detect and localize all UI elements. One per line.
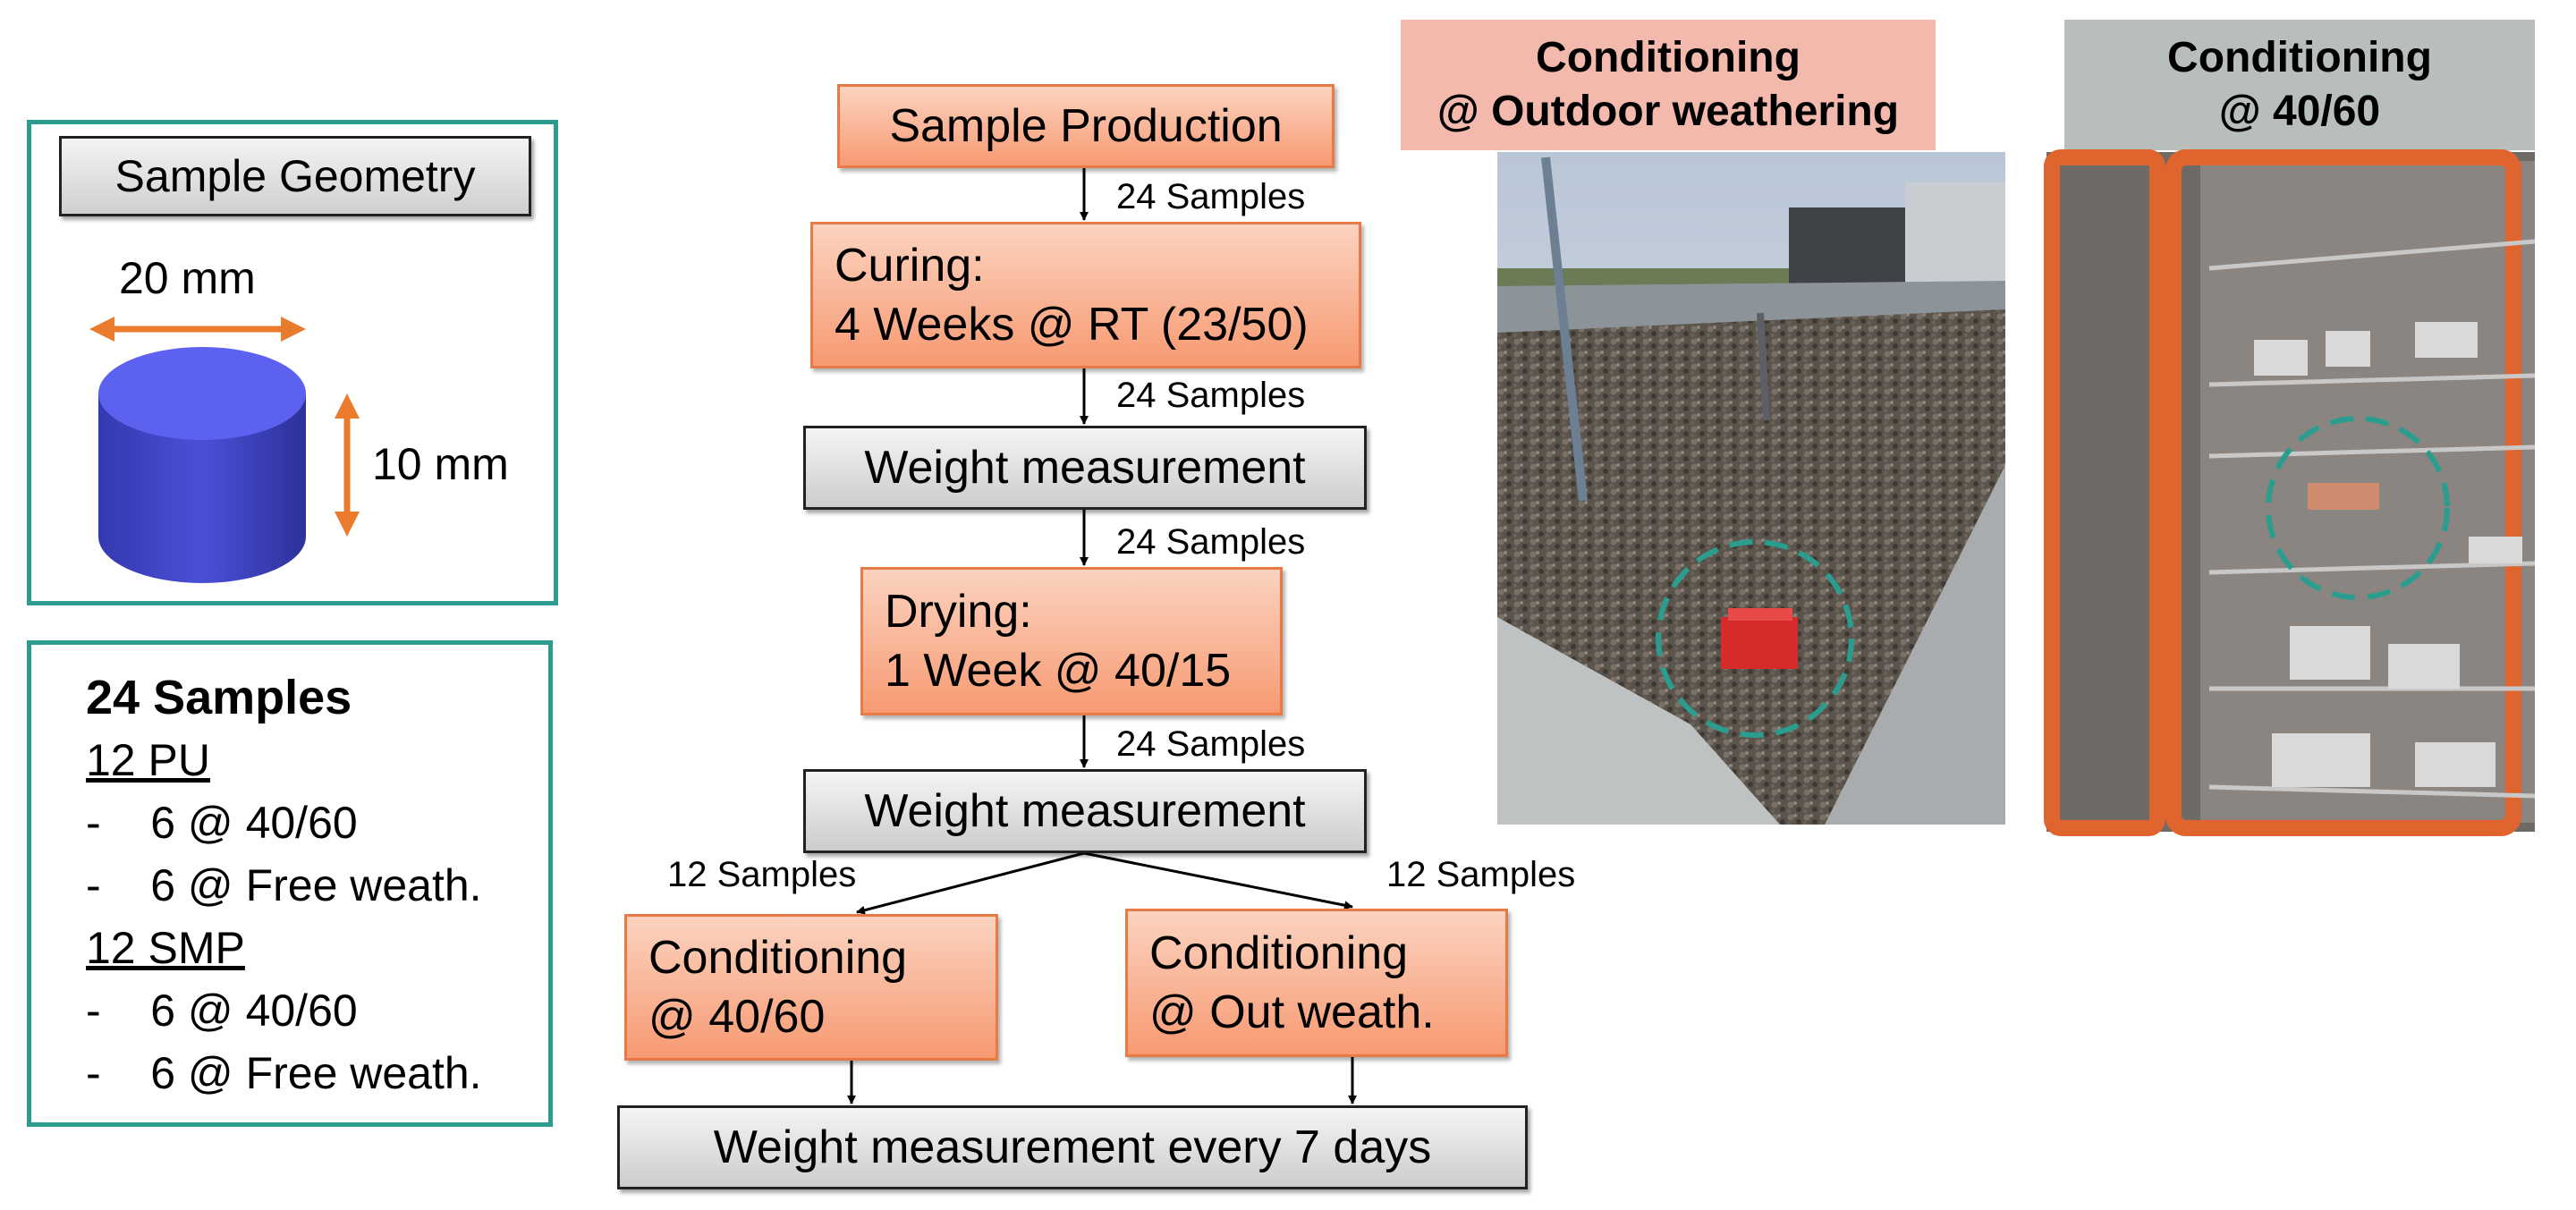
conditioning-lab-detail: @ 40/60: [648, 991, 826, 1043]
cylinder-top: [98, 347, 306, 440]
lab-highlight-circle: [2266, 416, 2450, 600]
curing-box: Curing: 4 Weeks @ RT (23/50): [810, 222, 1361, 368]
final-weight-measurement-box: Weight measurement every 7 days: [617, 1105, 1528, 1189]
curing-detail: 4 Weeks @ RT (23/50): [835, 299, 1309, 351]
list-item: - 6 @ Free weath.: [86, 860, 482, 910]
list-item: - 6 @ 40/60: [86, 986, 358, 1036]
width-arrow: [89, 317, 306, 342]
lab-photo-header: Conditioning @ 40/60: [2064, 20, 2535, 150]
conditioning-lab-title: Conditioning: [648, 932, 908, 984]
outdoor-header-line1: Conditioning: [1536, 34, 1801, 81]
width-label: 20 mm: [119, 253, 256, 303]
flow-label-24-samples: 24 Samples: [1116, 376, 1306, 415]
list-item: - 6 @ Free weath.: [86, 1048, 482, 1098]
flow-label-24-samples: 24 Samples: [1116, 177, 1306, 216]
arrow-weight2-condlab: [856, 851, 1085, 915]
lab-header-line1: Conditioning: [2167, 34, 2432, 81]
samples-list: 24 Samples 12 PU - 6 @ 40/60 - 6 @ Free …: [86, 666, 542, 1104]
conditioning-outdoor-box: Conditioning @ Out weath.: [1125, 909, 1508, 1057]
flow-label-24-samples: 24 Samples: [1116, 724, 1306, 764]
weight-measurement-label: Weight measurement: [864, 785, 1306, 837]
weight-measurement-box: Weight measurement: [803, 426, 1367, 510]
flow-label-12-samples-right: 12 Samples: [1386, 855, 1576, 894]
cylinder-body: [98, 393, 306, 583]
drying-detail: 1 Week @ 40/15: [885, 645, 1232, 697]
lab-header-line2: @ 40/60: [2218, 88, 2381, 135]
weight-measurement-label: Weight measurement: [864, 442, 1306, 494]
samples-panel: [27, 640, 553, 1127]
sample-production-label: Sample Production: [889, 100, 1283, 152]
drying-title: Drying:: [885, 586, 1032, 638]
conditioning-outdoor-title: Conditioning: [1149, 927, 1409, 979]
weight-measurement-box-2: Weight measurement: [803, 769, 1367, 853]
flow-label-12-samples-left: 12 Samples: [667, 855, 857, 894]
samples-heading: 24 Samples: [86, 671, 352, 724]
list-item: - 6 @ 40/60: [86, 798, 358, 848]
outdoor-photo-header: Conditioning @ Outdoor weathering: [1401, 20, 1936, 150]
group-name: 12 PU: [86, 735, 210, 785]
curing-title: Curing:: [835, 240, 985, 292]
final-weight-measurement-label: Weight measurement every 7 days: [713, 1121, 1432, 1173]
sample-production-box: Sample Production: [837, 84, 1335, 168]
outdoor-header-line2: @ Outdoor weathering: [1436, 88, 1900, 135]
drying-box: Drying: 1 Week @ 40/15: [860, 567, 1283, 715]
group-name: 12 SMP: [86, 923, 245, 973]
flow-label-24-samples: 24 Samples: [1116, 522, 1306, 562]
conditioning-outdoor-detail: @ Out weath.: [1149, 986, 1435, 1038]
height-arrow: [335, 393, 360, 537]
geometry-title: Sample Geometry: [59, 136, 531, 216]
conditioning-lab-box: Conditioning @ 40/60: [624, 914, 998, 1061]
outdoor-highlight-circle: [1656, 539, 1854, 738]
arrow-weight2-condout: [1083, 851, 1353, 910]
height-label: 10 mm: [372, 439, 509, 489]
